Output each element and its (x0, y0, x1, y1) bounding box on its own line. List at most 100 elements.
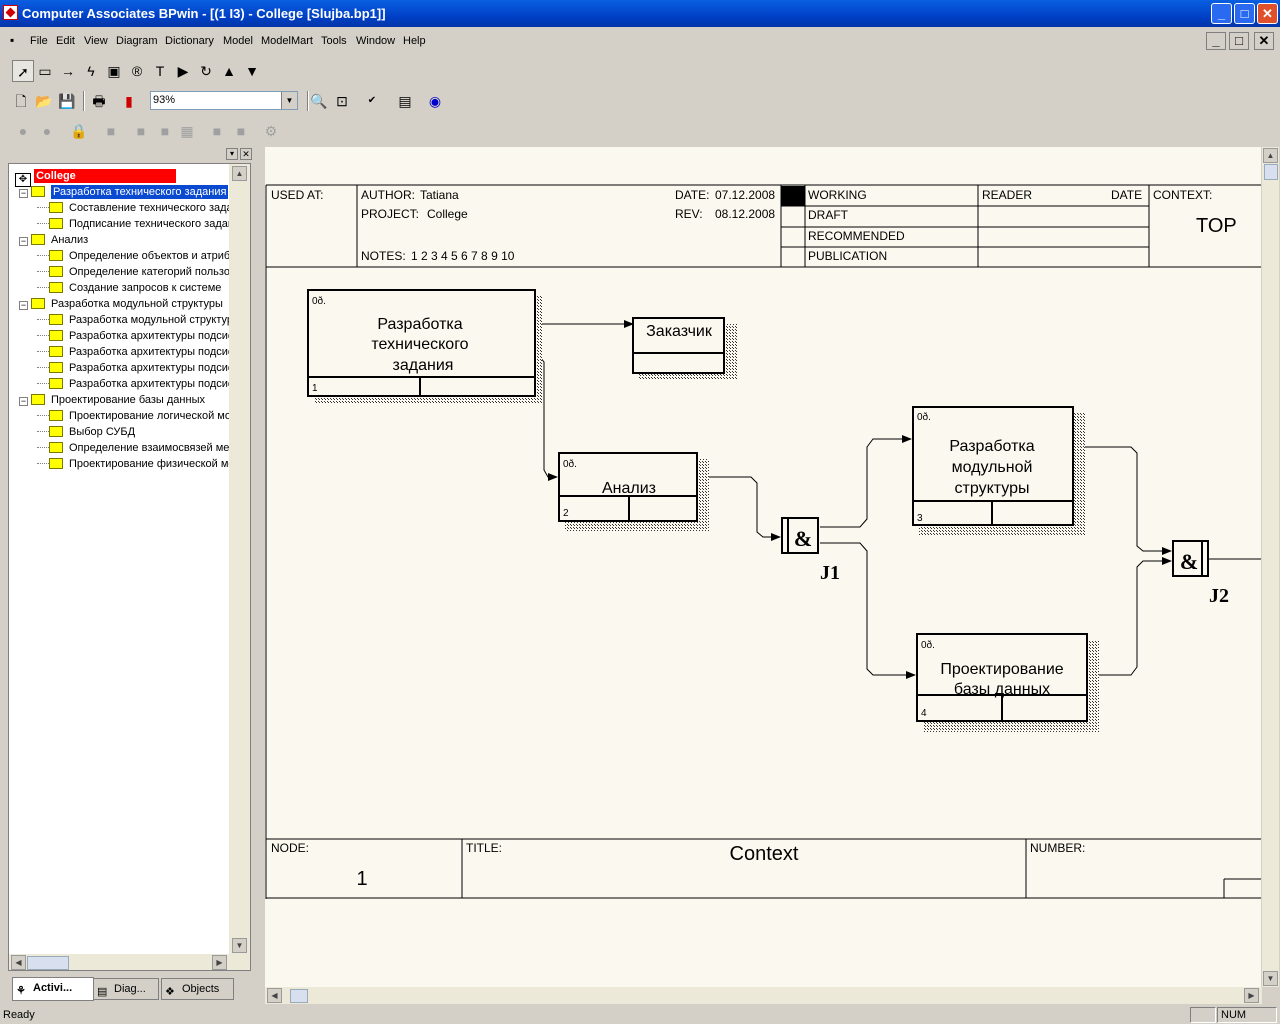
disconnect-icon[interactable]: ● (42, 123, 52, 139)
scroll-right-icon[interactable]: ▶ (1244, 988, 1259, 1003)
menu-help[interactable]: Help (403, 35, 426, 47)
save-icon[interactable]: 💾 (58, 93, 76, 109)
tree-item[interactable]: Проектирование логической модели (37, 408, 250, 424)
menu-window[interactable]: Window (356, 35, 396, 47)
collapse-icon[interactable]: − (19, 188, 28, 198)
menu-edit[interactable]: Edit (56, 35, 75, 47)
go-to-sibling-icon[interactable]: ↻ (200, 63, 212, 79)
lock-icon[interactable]: 🔒 (70, 123, 88, 139)
mart-report-icon[interactable]: ▦ (180, 123, 194, 139)
activity-box-3[interactable]: 0ð. Разработка модульной структуры 3 (912, 406, 1085, 535)
color-icon[interactable]: ▮ (125, 93, 133, 109)
tree-item[interactable]: Разработка архитектуры подсистемы (37, 376, 250, 392)
maximize-button[interactable]: □ (1234, 3, 1255, 24)
mdi-close-button[interactable]: ✕ (1254, 32, 1274, 50)
scroll-down-icon[interactable]: ▼ (1263, 971, 1278, 986)
menu-model[interactable]: Model (223, 35, 253, 47)
diagram-horizontal-scrollbar[interactable]: ◀ ▶ (265, 987, 1262, 1004)
scroll-right-icon[interactable]: ▶ (212, 955, 227, 970)
tree-item[interactable]: Определение взаимосвязей между (37, 440, 249, 456)
scroll-thumb[interactable] (27, 956, 69, 970)
go-to-parent-icon[interactable]: ▲ (222, 63, 236, 79)
tree-item[interactable]: Создание запросов к системе (37, 280, 221, 296)
tree-item[interactable]: Определение объектов и атрибутов (37, 248, 250, 264)
collapse-icon[interactable]: − (19, 236, 28, 246)
collapse-icon[interactable]: − (19, 300, 28, 310)
tree-horizontal-scrollbar[interactable]: ◀ ▶ (9, 954, 229, 970)
diagram-canvas[interactable]: USED AT: AUTHOR: Tatiana PROJECT: Colleg… (265, 147, 1261, 987)
scroll-thumb[interactable] (1264, 164, 1278, 180)
go-to-child-icon[interactable]: ▼ (245, 63, 259, 79)
scroll-down-icon[interactable]: ▼ (232, 938, 247, 953)
text-tool-icon[interactable]: T (155, 63, 165, 79)
tab-diagrams[interactable]: ▤Diag... (93, 978, 159, 1000)
diagram-vertical-scrollbar[interactable]: ▲ ▼ (1262, 147, 1279, 987)
mart-save-icon[interactable]: ■ (160, 123, 170, 139)
tree-item[interactable]: −Проектирование базы данных (19, 392, 205, 408)
zoom-icon[interactable]: 🔍 (310, 93, 328, 109)
scroll-up-icon[interactable]: ▲ (232, 166, 247, 181)
collapse-icon[interactable]: − (19, 396, 28, 406)
activity-box-tool-icon[interactable]: ▭ (38, 63, 52, 79)
reference-tool-icon[interactable]: ® (131, 63, 143, 79)
menu-view[interactable]: View (84, 35, 108, 47)
zoom-select[interactable]: 93% ▼ (150, 91, 298, 110)
activity-box-1[interactable]: 0ð. Разработка технического задания 1 (307, 289, 542, 404)
tree-item[interactable]: Выбор СУБД (37, 424, 135, 440)
tab-activities[interactable]: ⚘Activi... (12, 977, 94, 1001)
model-explorer-icon[interactable]: ▤ (398, 93, 412, 109)
play-icon[interactable]: ▶ (177, 63, 189, 79)
chevron-down-icon[interactable]: ▼ (281, 92, 297, 109)
menu-modelmart[interactable]: ModelMart (261, 35, 313, 47)
new-file-icon[interactable]: 🗋 (15, 93, 27, 109)
scroll-left-icon[interactable]: ◀ (267, 988, 282, 1003)
pane-restore-icon[interactable]: ▾ (226, 148, 238, 160)
tree-item[interactable]: Разработка модульной структуры (37, 312, 241, 328)
arrow-tool-icon[interactable]: → (61, 63, 75, 79)
tree-item[interactable]: −Разработка модульной структуры (19, 296, 223, 312)
tree-item[interactable]: Составление технического задания (37, 200, 250, 216)
activity-box-2[interactable]: 0ð. Анализ 2 (558, 452, 709, 531)
junction-j1[interactable]: & J1 (781, 517, 840, 584)
mart-open-icon[interactable]: ■ (136, 123, 146, 139)
mart-icon[interactable]: ■ (106, 123, 116, 139)
minimize-button[interactable]: _ (1211, 3, 1232, 24)
tree-root[interactable]: ✥ College (15, 168, 176, 187)
tree-item[interactable]: −Разработка технического задания (19, 184, 229, 200)
tree-vertical-scrollbar[interactable]: ▲ ▼ (229, 164, 250, 970)
junction-j2[interactable]: & J2 (1172, 540, 1229, 607)
menu-tools[interactable]: Tools (321, 35, 347, 47)
spell-check-icon[interactable]: ✔ (367, 95, 377, 106)
customer-box[interactable]: Заказчик (632, 317, 737, 380)
modelmart-icon[interactable]: ◉ (428, 93, 442, 109)
pane-close-icon[interactable]: ✕ (240, 148, 252, 160)
mart-user-icon[interactable]: ■ (212, 123, 222, 139)
document-icon[interactable]: ▪ (10, 33, 15, 47)
fit-zoom-icon[interactable]: ⊡ (336, 93, 348, 109)
activity-box-4[interactable]: 0ð. Проектирование базы данных 4 (916, 633, 1099, 732)
tree-item[interactable]: Проектирование физической модели (37, 456, 250, 472)
squiggle-tool-icon[interactable]: ϟ (87, 63, 95, 79)
mdi-restore-button[interactable]: □ (1229, 32, 1249, 50)
scroll-left-icon[interactable]: ◀ (11, 955, 26, 970)
mart-settings-icon[interactable]: ⚙ (264, 123, 278, 139)
menu-diagram[interactable]: Diagram (116, 35, 158, 47)
tree-item[interactable]: Разработка архитектуры подсистемы (37, 360, 250, 376)
tab-objects[interactable]: ❖Objects (161, 978, 234, 1000)
menu-dictionary[interactable]: Dictionary (165, 35, 214, 47)
scroll-thumb[interactable] (290, 989, 308, 1003)
referent-tool-icon[interactable]: ▣ (107, 63, 121, 79)
tree-item[interactable]: Разработка архитектуры подсистемы (37, 344, 250, 360)
connect-icon[interactable]: ● (18, 123, 28, 139)
tree-item[interactable]: Разработка архитектуры подсистемы (37, 328, 250, 344)
open-folder-icon[interactable]: 📂 (35, 93, 53, 109)
mart-security-icon[interactable]: ■ (236, 123, 246, 139)
mdi-minimize-button[interactable]: _ (1206, 32, 1226, 50)
scroll-up-icon[interactable]: ▲ (1263, 148, 1278, 163)
tree-item[interactable]: −Анализ (19, 232, 88, 248)
print-icon[interactable]: 🖶 (92, 93, 106, 109)
pointer-tool-icon[interactable]: ➚ (12, 60, 34, 82)
close-button[interactable]: ✕ (1257, 3, 1278, 24)
menu-file[interactable]: File (30, 35, 48, 47)
tree-item[interactable]: Подписание технического задания (37, 216, 246, 232)
